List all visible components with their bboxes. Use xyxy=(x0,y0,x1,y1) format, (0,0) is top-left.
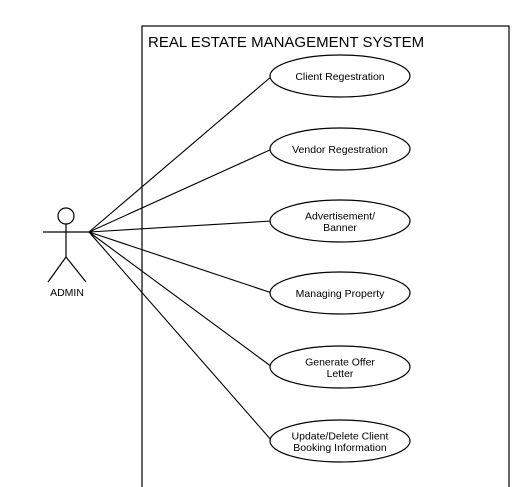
association-line xyxy=(88,148,273,233)
association-line xyxy=(88,231,273,442)
use-case-label: Booking Information xyxy=(293,442,387,454)
actor-left-leg xyxy=(47,256,67,283)
use-case: Advertisement/Banner xyxy=(269,199,411,243)
use-case-label: Update/Delete Client xyxy=(292,430,389,442)
use-case-ellipse xyxy=(269,127,411,171)
associations xyxy=(88,75,273,442)
association-line xyxy=(88,220,273,233)
use-case-label: Client Regestration xyxy=(295,71,384,83)
use-case-label: Vendor Regestration xyxy=(292,144,388,156)
use-case-label: Managing Property xyxy=(296,288,385,300)
association-line xyxy=(88,231,273,294)
use-case-label: Letter xyxy=(327,368,354,380)
use-case-ellipse xyxy=(269,271,411,315)
system-title: REAL ESTATE MANAGEMENT SYSTEM xyxy=(148,34,424,51)
use-case: Vendor Regestration xyxy=(269,127,411,171)
use-case: Client Regestration xyxy=(269,54,411,98)
use-case-ellipse xyxy=(269,345,411,389)
use-case-label: Generate Offer xyxy=(305,356,375,368)
system-boundary xyxy=(141,25,510,487)
actor-head xyxy=(57,207,75,225)
use-case-ellipse xyxy=(269,199,411,243)
use-case-ellipse xyxy=(269,419,411,463)
actor-admin: ADMIN xyxy=(43,207,89,299)
use-case-label: Advertisement/ xyxy=(305,210,375,222)
actor-right-leg xyxy=(65,256,87,283)
association-line xyxy=(88,231,273,368)
use-case-ellipse xyxy=(269,54,411,98)
use-case: Managing Property xyxy=(269,271,411,315)
actor-label: ADMIN xyxy=(50,287,84,299)
association-line xyxy=(88,75,273,233)
use-case-label: Banner xyxy=(323,222,357,234)
